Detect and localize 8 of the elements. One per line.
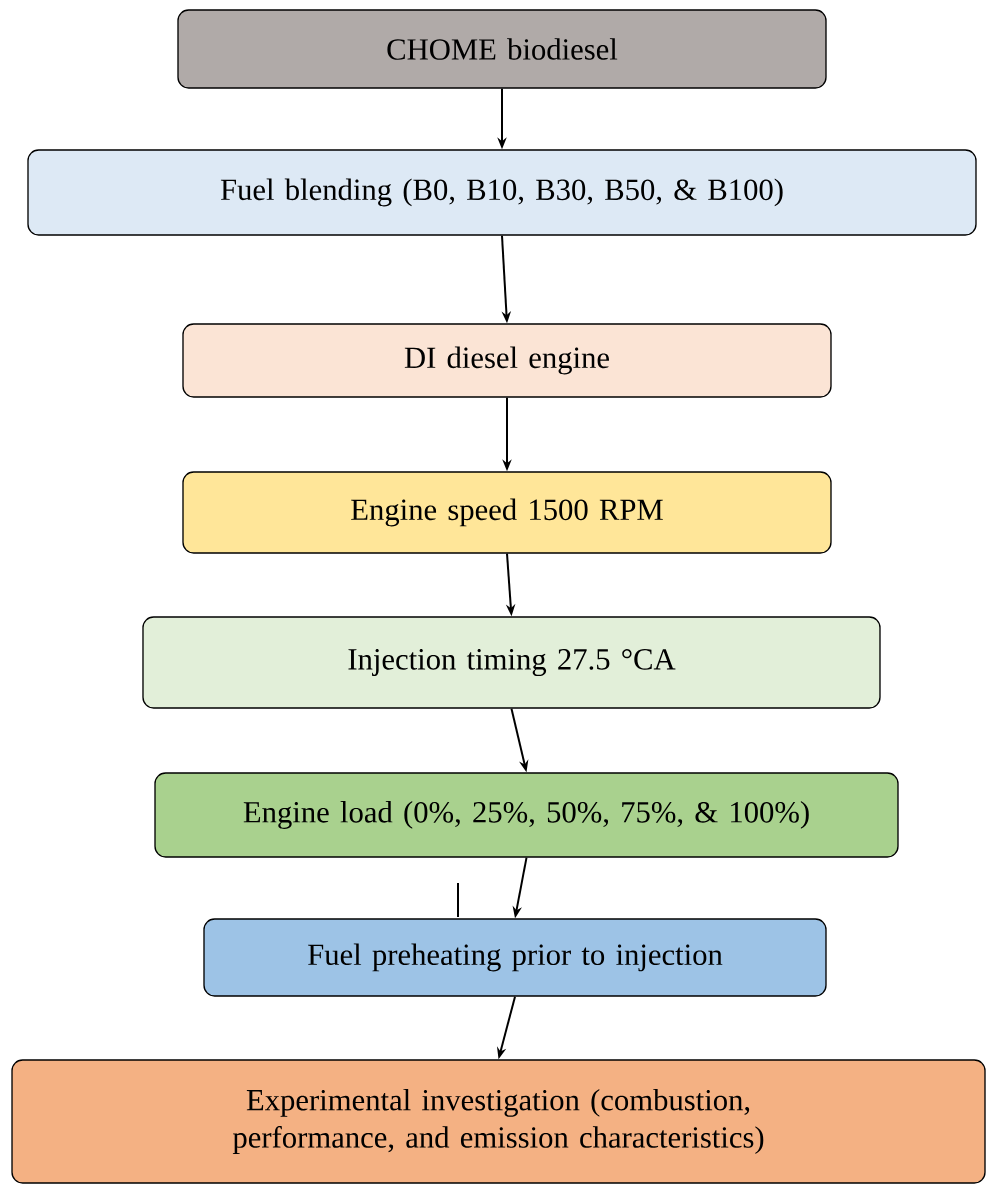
process-box: Injection timing 27.5 °CA <box>142 616 881 709</box>
process-box: Engine load (0%, 25%, 50%, 75%, & 100%) <box>154 772 899 858</box>
process-box: Engine speed 1500 RPM <box>182 471 832 554</box>
process-box: Fuel blending (B0, B10, B30, B50, & B100) <box>27 149 977 236</box>
process-box: CHOME biodiesel <box>177 9 827 89</box>
process-box: Experimental investigation (combustion, performance, and emission characteristics) <box>11 1059 986 1184</box>
process-box: Fuel preheating prior to injection <box>203 918 827 997</box>
process-box: DI diesel engine <box>182 323 832 398</box>
